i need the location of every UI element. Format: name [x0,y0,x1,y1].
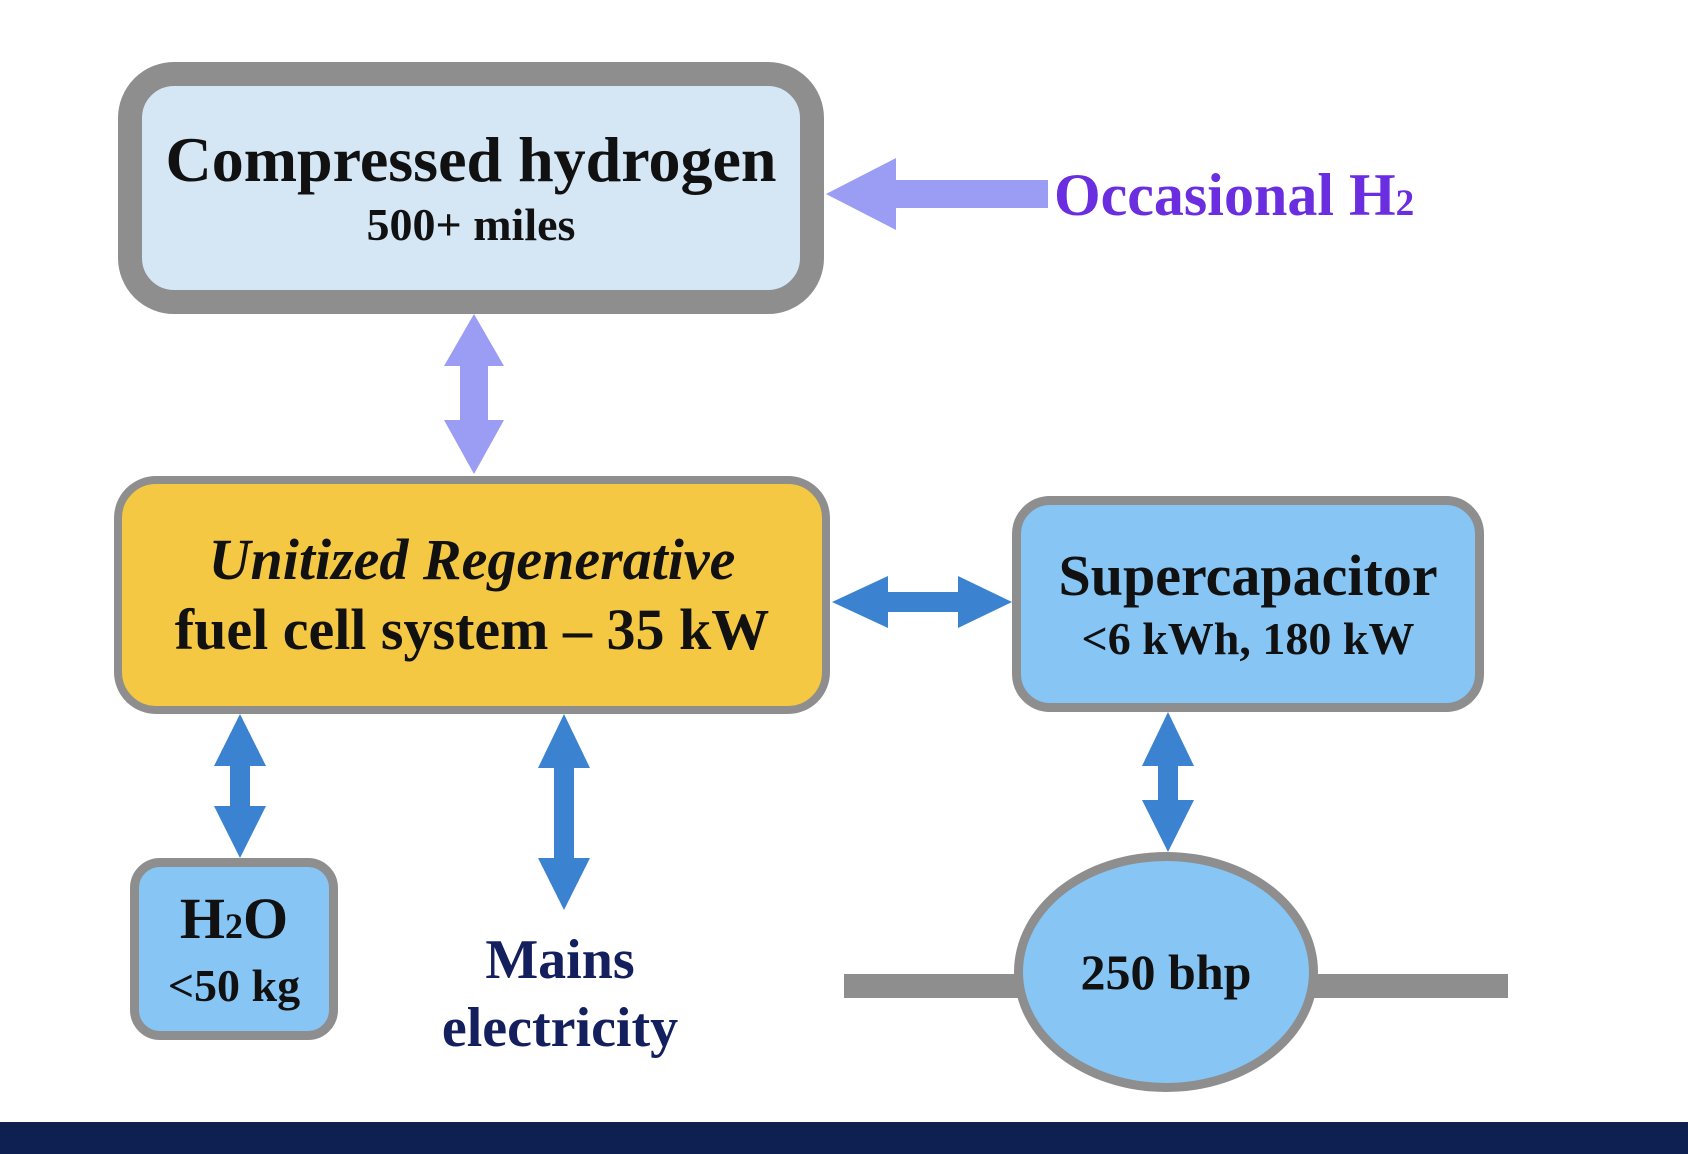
hydrogen-fuelcell-arrow [444,314,504,474]
supercapacitor-detail: <6 kWh, 180 kW [1081,613,1415,664]
fuel-cell-box: Unitized Regenerative fuel cell system –… [114,476,830,714]
compressed-hydrogen-box: Compressed hydrogen 500+ miles [118,62,824,314]
fuel-cell-title: Unitized Regenerative [208,527,736,592]
fuel-cell-detail: fuel cell system – 35 kW [174,597,770,662]
occasional-h2-subscript: 2 [1395,183,1415,224]
fuelcell-water-arrow [214,714,266,858]
occasional-h2-text: Occasional H [1054,162,1396,228]
compressed-hydrogen-range: 500+ miles [366,199,576,250]
occasional-h2-label: Occasional H2 [1054,158,1414,241]
motor-power-label: 250 bhp [1080,944,1252,1000]
supercapacitor-title: Supercapacitor [1058,543,1438,608]
mains-label-line1: Mains [485,929,635,991]
occasional-h2-arrow [826,158,1048,230]
fuelcell-supercap-arrow [832,576,1012,628]
water-box: H2O <50 kg [130,858,338,1040]
motor-circle: 250 bhp [1014,852,1318,1092]
water-detail: <50 kg [167,959,301,1011]
mains-electricity-label: Mains electricity [410,926,710,1062]
water-title-h: H [179,885,225,951]
water-title: H2O [180,886,288,959]
water-title-o: O [242,885,289,951]
fuelcell-mains-arrow [538,714,590,910]
water-title-subscript: 2 [225,905,243,946]
mains-label-line2: electricity [441,997,679,1059]
supercapacitor-box: Supercapacitor <6 kWh, 180 kW [1012,496,1484,712]
bottom-bar [0,1122,1688,1154]
compressed-hydrogen-title: Compressed hydrogen [165,124,777,195]
supercap-motor-arrow [1142,712,1194,852]
